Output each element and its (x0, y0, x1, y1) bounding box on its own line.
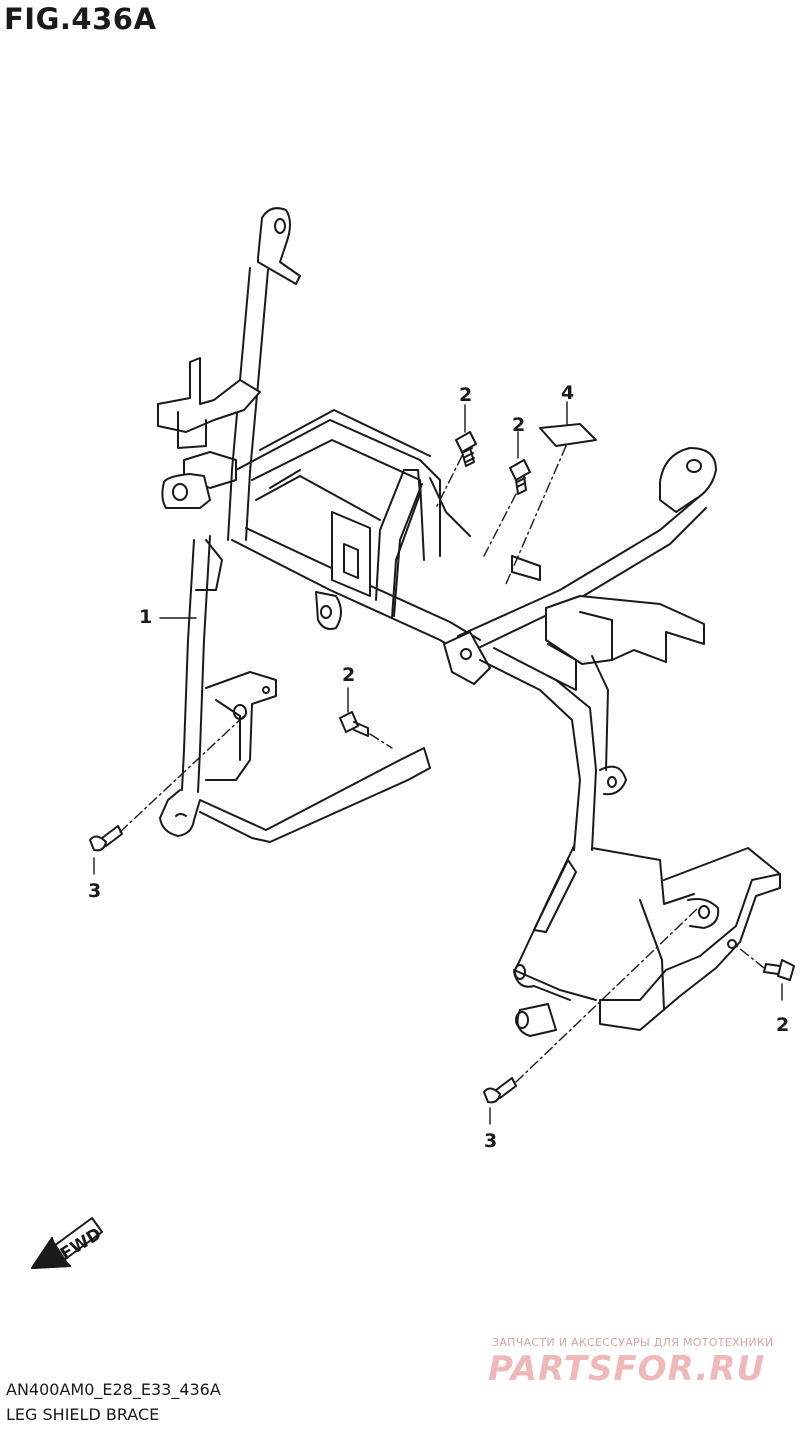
fwd-arrow-icon: FWD (31, 1217, 105, 1269)
bolt-2-right (763, 959, 795, 981)
callout-1: 1 (139, 606, 153, 628)
watermark-logo: PARTSFOR.RU (488, 1349, 766, 1389)
callout-2-top-right: 2 (512, 414, 526, 436)
watermark-tagline: ЗАПЧАСТИ И АКСЕССУАРЫ ДЛЯ МОТОТЕХНИКИ (492, 1336, 774, 1349)
plate-4 (539, 423, 597, 447)
callout-3-left: 3 (88, 880, 102, 902)
callout-3-right: 3 (484, 1130, 498, 1152)
callout-2-right: 2 (776, 1014, 790, 1036)
figure-caption: LEG SHIELD BRACE (6, 1405, 160, 1424)
screw-3-left (89, 825, 123, 852)
leg-shield-brace-frame (157, 207, 781, 1037)
bolt-2-top-left (455, 431, 477, 467)
callout-4: 4 (561, 382, 575, 404)
bolt-2-top-right (509, 459, 531, 495)
screw-3-right (483, 1077, 517, 1104)
figure-title: FIG.436A (4, 2, 157, 36)
drawing-code: AN400AM0_E28_E33_436A (6, 1380, 221, 1399)
callout-2-top-left: 2 (459, 384, 473, 406)
bolt-2-middle (339, 711, 369, 737)
leader-lines (93, 401, 783, 1125)
callout-2-middle: 2 (342, 664, 356, 686)
